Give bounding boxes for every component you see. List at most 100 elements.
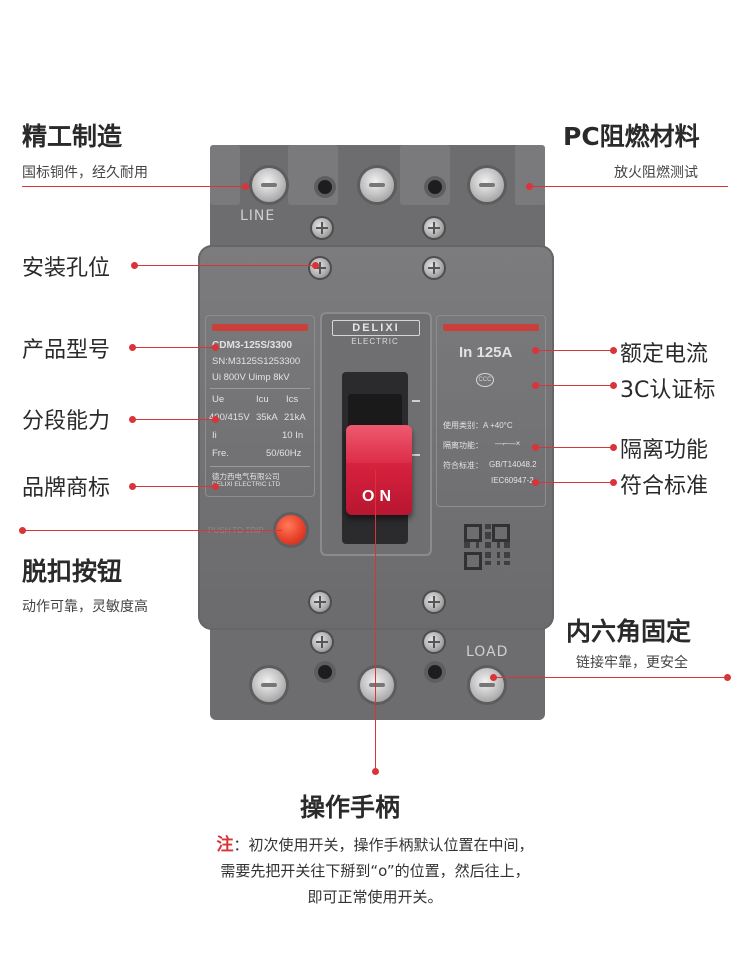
leader-line [22,530,282,531]
leader-line [536,385,614,386]
leader-dot [610,382,617,389]
mount-hole-label: 安装孔位 [22,256,111,281]
material-title: PC阻燃材料 [563,122,700,151]
rated-current: In 125A [459,344,513,361]
isolation-label: 隔离功能 [620,438,709,463]
freq-value: 50/60Hz [266,448,302,459]
leader-line [135,265,313,266]
copper-terminal [252,668,286,702]
model-plate: CDM3-125S/3300 SN:M3125S1253300 Ui 800V … [205,315,315,497]
divider [210,466,310,467]
standard-label: 符合标准： [443,461,483,470]
insulation-rating: Ui 800V Uimp 8kV [212,372,290,383]
leader-line [536,482,614,483]
leader-dot [532,347,539,354]
mounting-hole [318,665,332,679]
ue-value: 400/415V [209,412,250,423]
ii-value: 10 In [282,430,304,441]
leader-dot [129,344,136,351]
serial-number: SN:M3125S1253300 [212,356,301,367]
leader-line [133,347,215,348]
leader-line [133,486,215,487]
qr-finder [464,524,482,542]
leader-dot [532,479,539,486]
leader-dot [610,479,617,486]
copper-terminal [470,168,504,202]
screw-icon [424,258,444,278]
isolation-symbol: —⌐—× [495,439,521,448]
leader-dot [490,674,497,681]
handle-on-label: ON [362,488,396,505]
qr-finder [464,552,482,570]
freq-label: Fre. [212,448,229,459]
qr-finder [492,524,510,542]
breaking-capacity-label: 分段能力 [22,409,111,434]
usage-note-line-2: 需要先把开关往下掰到“o”的位置，然后往上， [220,862,530,880]
ccc-mark-icon: CCC [476,373,494,387]
screw-icon [310,592,330,612]
terminal-fin [400,145,450,205]
brand-logo: DELIXI [332,320,420,336]
model-number: CDM3-125S/3300 [212,340,293,351]
divider [210,388,310,389]
leader-dot [212,416,219,423]
leader-dot [129,483,136,490]
usage-note: 注：初次使用开关，操作手柄默认位置在中间， [0,832,750,858]
line-marking: LINE [240,208,276,224]
screw-icon [424,218,444,238]
leader-dot [532,444,539,451]
terminal-fin [515,145,545,205]
leader-line [133,419,215,420]
leader-dot [532,382,539,389]
screw-icon [424,592,444,612]
red-stripe [212,324,308,331]
leader-dot [724,674,731,681]
craft-subtitle: 国标铜件，经久耐用 [22,165,148,181]
maker-name: 德力西电气有限公司 [212,472,280,481]
position-tick [412,400,420,402]
rating-plate: In 125A 使用类别：A +40°C 隔离功能： —⌐—× 符合标准： GB… [436,315,546,507]
leader-line [375,470,376,772]
standard-gb: GB/T14048.2 [489,460,537,469]
leader-dot [312,262,319,269]
leader-dot [242,183,249,190]
note-line-1: ：初次使用开关，操作手柄默认位置在中间， [233,836,534,854]
note-key: 注 [216,835,234,855]
leader-dot [610,444,617,451]
load-marking: LOAD [466,644,509,660]
maker-name-en: DELIXI ELECTRIC LTD [212,481,281,488]
leader-dot [212,344,219,351]
terminal-fin [210,145,240,205]
handle-grip[interactable] [346,425,412,463]
leader-line [494,677,728,678]
leader-line [530,186,728,187]
leader-dot [372,768,379,775]
craft-title: 精工制造 [22,122,123,151]
model-label: 产品型号 [22,338,111,363]
ccc-label: 3C认证标 [620,378,716,403]
standard-iec: IEC60947-2 [491,476,534,485]
leader-dot [19,527,26,534]
copper-terminal [360,168,394,202]
icu-value: 35kA [256,412,278,423]
ii-label: Ii [212,430,217,441]
position-tick [412,454,420,456]
hex-fix-title: 内六角固定 [566,617,692,646]
ics-value: 21kA [284,412,306,423]
ics-header: Ics [286,394,299,405]
qr-code-icon [464,524,510,570]
rated-current-label: 额定电流 [620,342,709,367]
standard-label: 符合标准 [620,474,709,499]
copper-terminal [252,168,286,202]
brand-subtitle: ELECTRIC [351,337,399,346]
leader-line [536,447,614,448]
trip-button-title: 脱扣按钮 [22,557,123,586]
red-stripe [443,324,539,331]
material-subtitle: 放火阻燃测试 [614,165,698,181]
leader-line [22,186,244,187]
leader-line [536,350,614,351]
mounting-hole [318,180,332,194]
leader-dot [129,416,136,423]
